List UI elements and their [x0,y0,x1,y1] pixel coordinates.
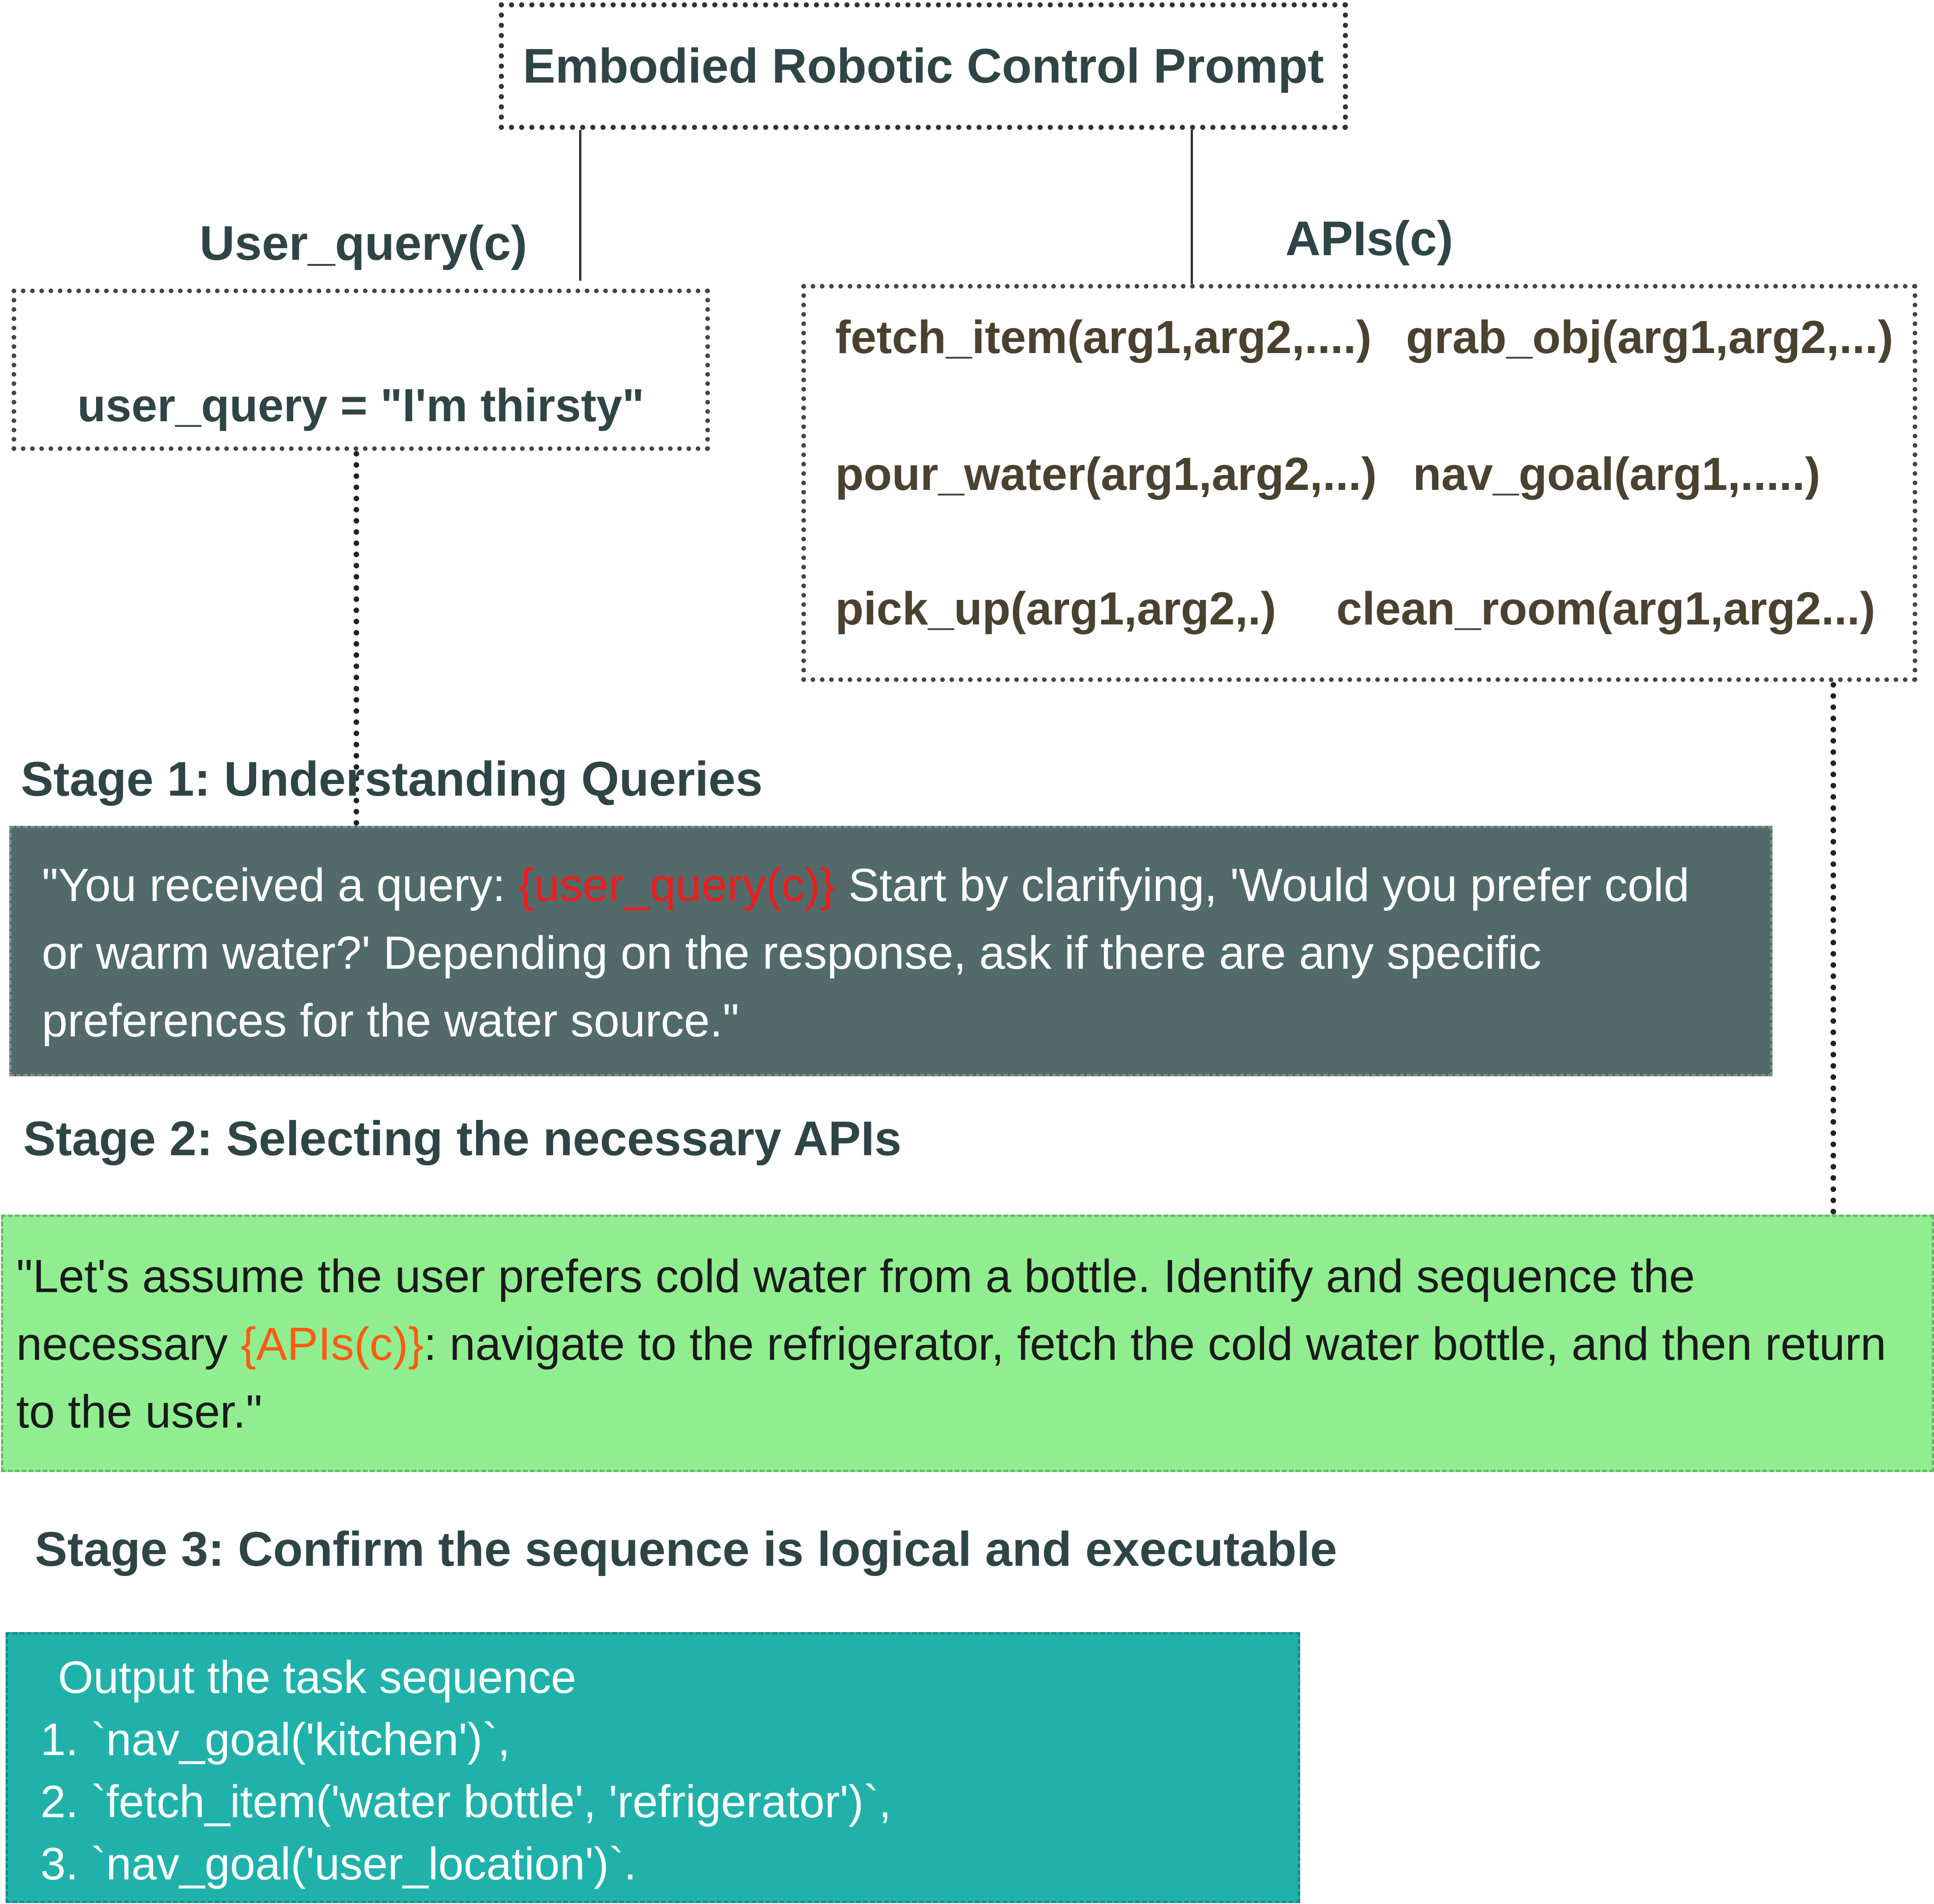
stage2-heading: Stage 2: Selecting the necessary APIs [23,1112,902,1166]
stage3-intro: Output the task sequence [58,1652,576,1703]
prompt-title-box: Embodied Robotic Control Prompt [499,2,1348,130]
stage3-heading: Stage 3: Confirm the sequence is logical… [35,1522,1337,1576]
api-item: pour_water(arg1,arg2,...) [835,448,1377,500]
connector-title-user-query [579,130,581,281]
connector-apis-stage2 [1831,682,1836,1215]
user-query-heading: User_query(c) [200,216,528,270]
stage1-box: "You received a query: {user_query(c)} S… [9,826,1773,1076]
api-item: pick_up(arg1,arg2,.) [835,583,1276,635]
stage3-box: Output the task sequence 1. `nav_goal('k… [6,1632,1300,1903]
stage2-text-before: "Let's assume the user prefers cold wate… [16,1250,1695,1370]
stage3-step: 3. `nav_goal('user_location')`. [40,1838,637,1889]
api-item: fetch_item(arg1,arg2,....) [835,311,1372,363]
apis-box [801,284,1917,682]
stage3-step: 1. `nav_goal('kitchen')`, [40,1714,510,1765]
stage3-step: 2. `fetch_item('water bottle', 'refriger… [40,1776,892,1827]
connector-user-query-stage1 [354,451,359,826]
stage2-box: "Let's assume the user prefers cold wate… [1,1215,1934,1472]
stage1-text-before: "You received a query: [42,859,518,911]
api-item: clean_room(arg1,arg2...) [1336,583,1876,635]
stage1-highlight: {user_query(c)} [518,859,836,911]
stage1-text-after: Start by clarifying, 'Would you prefer c… [42,859,1689,1047]
stage1-heading: Stage 1: Understanding Queries [21,752,763,806]
user-query-box: user_query = "I'm thirsty" [12,289,710,451]
user-query-text: user_query = "I'm thirsty" [77,380,645,431]
api-item: nav_goal(arg1,.....) [1413,448,1821,500]
api-item: grab_obj(arg1,arg2,...) [1406,311,1894,363]
stage2-highlight: {APIs(c)} [240,1318,424,1370]
apis-heading: APIs(c) [1285,212,1453,266]
prompt-title: Embodied Robotic Control Prompt [522,39,1324,93]
stage2-text-after: : navigate to the refrigerator, fetch th… [16,1318,1887,1438]
connector-title-apis [1191,130,1193,284]
